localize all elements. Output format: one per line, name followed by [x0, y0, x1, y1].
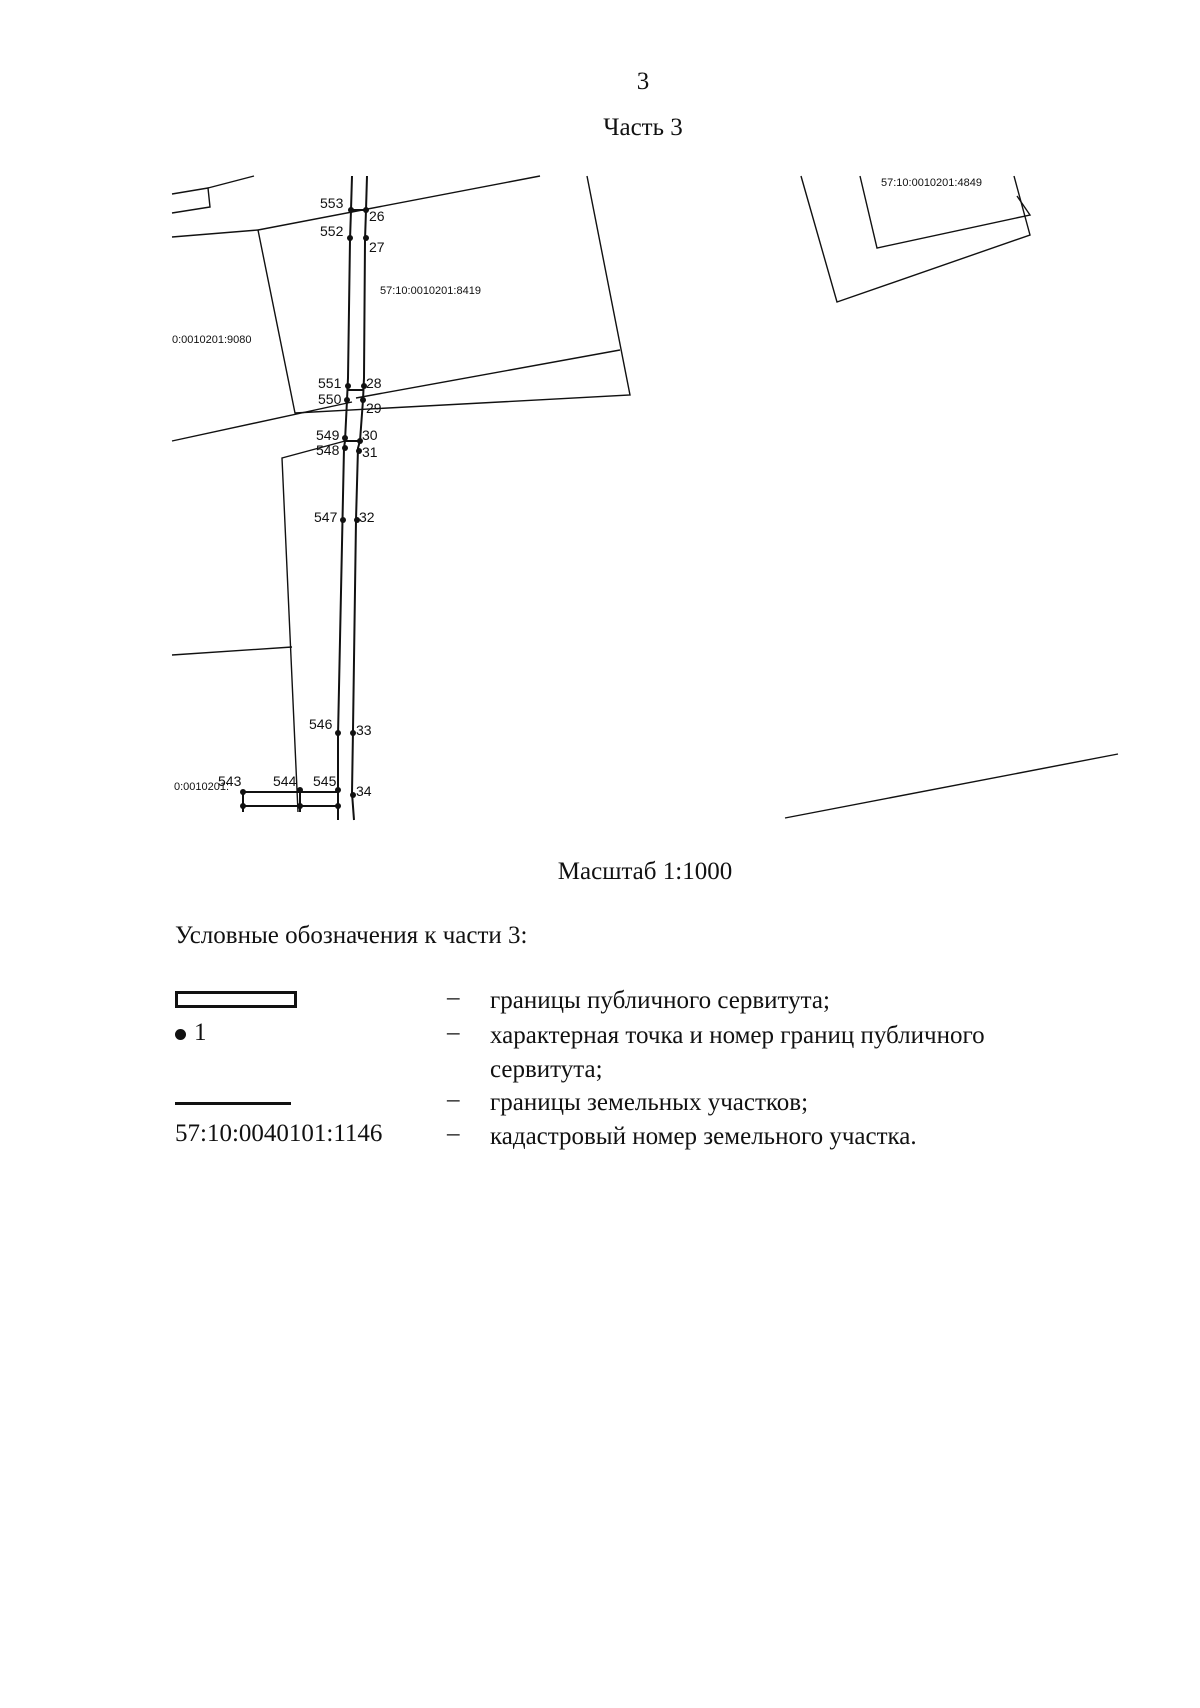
- parcel-boundary: [171, 401, 353, 442]
- characteristic-points: [240, 207, 369, 809]
- parcel-boundary: [171, 646, 293, 656]
- label-544: 544: [273, 773, 297, 789]
- cadastral-number-9080: 0:0010201:9080: [172, 334, 252, 346]
- label-29: 29: [366, 400, 382, 416]
- parcel-boundary: [355, 349, 621, 399]
- legend-title: Условные обозначения к части 3:: [175, 922, 528, 949]
- label-31: 31: [362, 444, 378, 460]
- label-550: 550: [318, 391, 342, 407]
- point-543: [240, 789, 246, 795]
- legend-dash: –: [447, 984, 460, 1011]
- label-553: 553: [320, 195, 344, 211]
- cadastral-number-4849: 57:10:0010201:4849: [881, 177, 982, 189]
- legend-dash: –: [447, 1086, 460, 1113]
- label-547: 547: [314, 509, 338, 525]
- parcel-boundary: [207, 175, 255, 189]
- parcel-boundary: [784, 753, 1119, 819]
- parcel-boundary: [800, 175, 1031, 303]
- point-546: [335, 730, 341, 736]
- point-552: [347, 235, 353, 241]
- parcel-boundary: [257, 175, 631, 414]
- point-549: [342, 435, 348, 441]
- point-29: [360, 397, 366, 403]
- point-551: [345, 383, 351, 389]
- legend-description: кадастровый номер земельного участка.: [490, 1123, 917, 1150]
- label-549: 549: [316, 427, 340, 443]
- point-541: [297, 803, 303, 809]
- servitude-boundary: [242, 175, 368, 821]
- point-27: [363, 235, 369, 241]
- label-26: 26: [369, 208, 385, 224]
- point-symbol-number: 1: [194, 1019, 207, 1046]
- cadastral-number-partial: 0:0010201:: [174, 781, 229, 793]
- label-33: 33: [356, 722, 372, 738]
- label-28: 28: [366, 375, 382, 391]
- point-30: [357, 438, 363, 444]
- cadastral-map: 553 26 552 27 551 28 550 29 549 30 548 3…: [171, 175, 1119, 821]
- point-540: [335, 803, 341, 809]
- parcel-boundary: [859, 175, 1032, 249]
- cadastral-number-8419: 57:10:0010201:8419: [380, 285, 481, 297]
- label-552: 552: [320, 223, 344, 239]
- label-548: 548: [316, 442, 340, 458]
- point-547: [340, 517, 346, 523]
- legend-description: характерная точка и номер границ публичн…: [490, 1022, 985, 1083]
- legend-dash: –: [447, 1019, 460, 1046]
- label-34: 34: [356, 783, 372, 799]
- parcel-boundary: [171, 187, 211, 214]
- servitude-boundary-symbol: [175, 984, 297, 1008]
- parcel-boundary: [257, 175, 541, 231]
- label-543: 543: [218, 773, 242, 789]
- point-34: [350, 792, 356, 798]
- point-553: [348, 207, 354, 213]
- cadastral-number-symbol: 57:10:0040101:1146: [175, 1120, 383, 1147]
- point-548: [342, 445, 348, 451]
- point-542: [240, 803, 246, 809]
- label-32: 32: [359, 509, 375, 525]
- label-27: 27: [369, 239, 385, 255]
- label-545: 545: [313, 773, 337, 789]
- point-545: [335, 787, 341, 793]
- point-32: [354, 517, 360, 523]
- label-551: 551: [318, 375, 342, 391]
- map-scale: Масштаб 1:1000: [557, 858, 733, 885]
- point-symbol: 1: [175, 1019, 207, 1047]
- legend-description: границы земельных участков;: [490, 1089, 809, 1116]
- legend-dash: –: [447, 1120, 460, 1147]
- point-28: [361, 383, 367, 389]
- page-number: 3: [636, 68, 650, 95]
- dot-icon: [175, 1028, 186, 1040]
- parcel-boundary-symbol: [175, 1086, 291, 1105]
- point-550: [344, 397, 350, 403]
- parcel-boundary: [281, 440, 346, 813]
- point-26: [363, 207, 369, 213]
- part-title: Часть 3: [603, 114, 683, 141]
- point-544: [297, 787, 303, 793]
- point-31: [356, 448, 362, 454]
- legend-description: границы публичного сервитута;: [490, 987, 830, 1014]
- label-546: 546: [309, 716, 333, 732]
- point-33: [350, 730, 356, 736]
- label-30: 30: [362, 427, 378, 443]
- parcel-boundary: [171, 229, 259, 238]
